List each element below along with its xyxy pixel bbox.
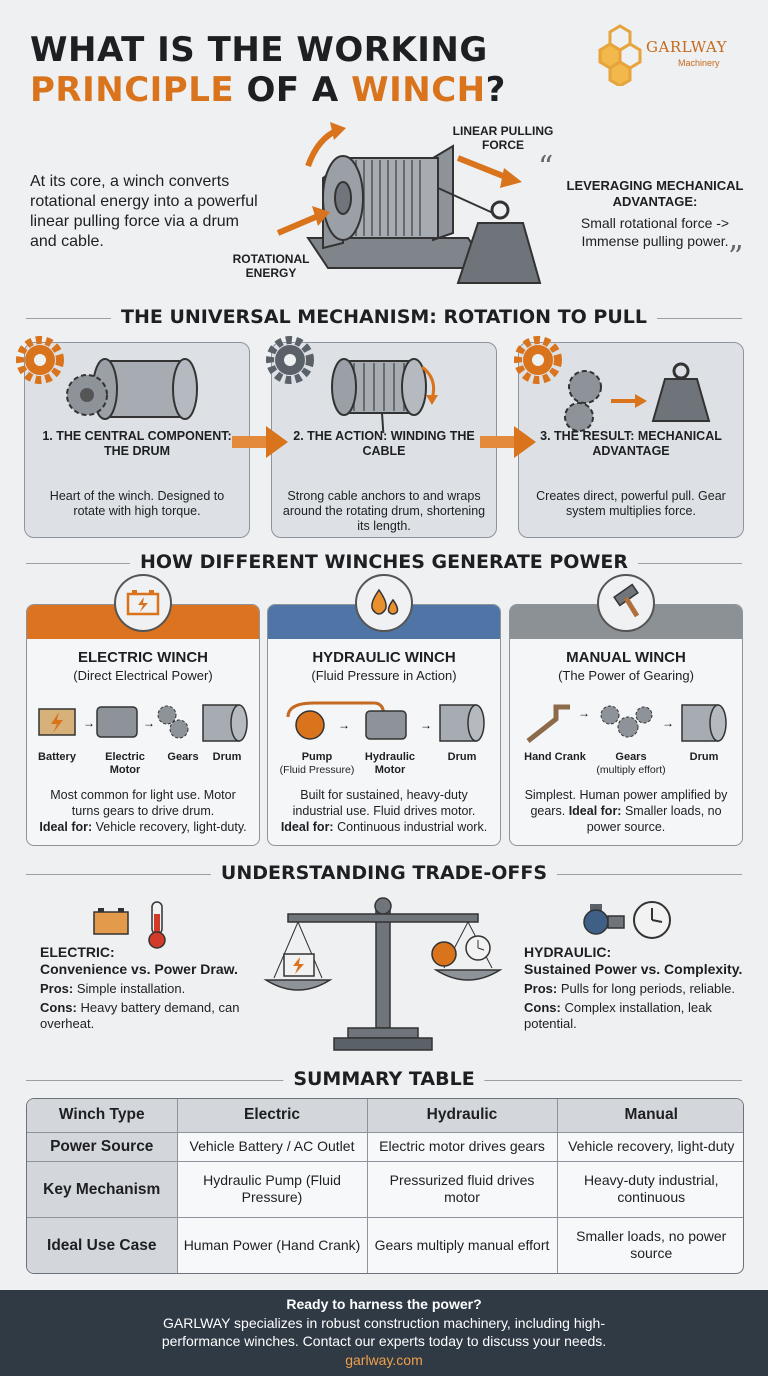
mechanism-heading: THE UNIVERSAL MECHANISM: ROTATION TO PUL… [111, 306, 657, 328]
mechanism-card-result: 3. THE RESULT: MECHANICAL ADVANTAGE Crea… [518, 342, 744, 538]
logo-name: GARLWAY [646, 38, 728, 56]
mechanism-card-drum: 1. THE CENTRAL COMPONENT: THE DRUM Heart… [24, 342, 250, 538]
battery-thermometer-icon [93, 901, 166, 949]
svg-text:→: → [83, 716, 95, 730]
tradeoffs-heading: UNDERSTANDING TRADE-OFFS [210, 862, 558, 884]
table-cell: Vehicle Battery / AC Outlet [176, 1131, 368, 1162]
power-card-desc: Simplest. Human power amplified by gears… [524, 788, 728, 834]
hammer-icon [613, 583, 640, 618]
gear-icon [514, 336, 562, 384]
hydraulic-chain-diagram: → → [286, 701, 485, 742]
linear-force-label: LINEAR PULLING FORCE [452, 124, 554, 152]
flow-arrow-icon [480, 426, 536, 458]
balance-scale-icon [263, 897, 503, 1051]
table-row: Ideal Use Case Human Power (Hand Crank) … [27, 1216, 743, 1273]
power-card-subtitle: (Direct Electrical Power) [73, 668, 213, 683]
fluid-drop-badge [355, 574, 413, 632]
mechanism-card-title: 2. THE ACTION: WINDING THE CABLE [293, 429, 475, 458]
table-cell: Hydraulic Pump (Fluid Pressure) [176, 1160, 368, 1218]
mechanism-card-title: 3. THE RESULT: MECHANICAL ADVANTAGE [540, 429, 722, 458]
table-cell: Smaller loads, no power source [556, 1216, 743, 1273]
power-heading: HOW DIFFERENT WINCHES GENERATE POWER [129, 551, 639, 573]
step-label: Electric Motor [105, 751, 145, 776]
footer: Ready to harness the power? GARLWAY spec… [0, 1290, 768, 1376]
step-label: Drum [212, 751, 242, 763]
step-label: Hand Crank [524, 751, 586, 763]
svg-text:→: → [420, 718, 432, 732]
intro-text: At its core, a winch converts rotational… [30, 173, 258, 250]
pump-clock-icon [583, 901, 671, 939]
row-header: Ideal Use Case [27, 1216, 178, 1273]
leverage-title: LEVERAGING MECHANICAL ADVANTAGE: [566, 178, 744, 209]
footer-link[interactable]: garlway.com [345, 1352, 423, 1368]
drum-icon [66, 358, 198, 420]
power-card-manual: MANUAL WINCH (The Power of Gearing) → → … [509, 604, 743, 846]
footer-cta: Ready to harness the power? [286, 1296, 482, 1312]
svg-text:→: → [662, 716, 674, 730]
power-card-title: MANUAL WINCH [566, 649, 686, 666]
battery-icon [126, 590, 160, 616]
step-label: Drum [689, 751, 719, 763]
logo-subtitle: Machinery [678, 58, 720, 68]
column-header: Manual [556, 1099, 743, 1133]
step-label: Drum [447, 751, 477, 763]
column-header: Winch Type [27, 1099, 178, 1133]
step-label: Battery [38, 751, 76, 763]
column-header: Hydraulic [366, 1099, 558, 1133]
power-card-title: HYDRAULIC WINCH [312, 649, 456, 666]
mechanism-card-title: 1. THE CENTRAL COMPONENT: THE DRUM [42, 429, 232, 458]
mechanism-card-desc: Strong cable anchors to and wraps around… [282, 489, 486, 533]
power-card-hydraulic: HYDRAULIC WINCH (Fluid Pressure in Actio… [267, 604, 501, 846]
step-label: Pump(Fluid Pressure) [279, 751, 355, 776]
step-label: Gears [167, 751, 199, 763]
cable-drum-icon [331, 358, 438, 433]
flow-arrow-icon [232, 426, 288, 458]
table-row: Power Source Vehicle Battery / AC Outlet… [27, 1131, 743, 1162]
rotational-energy-label: ROTATIONAL ENERGY [232, 252, 310, 280]
power-card-desc: Most common for light use. Motor turns g… [39, 788, 247, 834]
winch-illustration [276, 122, 542, 284]
power-card-subtitle: (The Power of Gearing) [558, 668, 694, 683]
table-cell: Human Power (Hand Crank) [176, 1216, 368, 1273]
electric-chain-diagram: → → [38, 704, 248, 742]
table-cell: Heavy-duty industrial, continuous [556, 1160, 743, 1218]
power-card-electric: ELECTRIC WINCH (Direct Electrical Power)… [26, 604, 260, 846]
step-label: Gears(multiply effort) [596, 751, 666, 776]
table-cell: Vehicle recovery, light-duty [556, 1131, 743, 1162]
leverage-text: Small rotational force -> Immense pullin… [580, 215, 730, 249]
column-header: Electric [176, 1099, 368, 1133]
table-cell: Gears multiply manual effort [366, 1216, 558, 1273]
power-card-title: ELECTRIC WINCH [78, 649, 208, 666]
footer-text: GARLWAY specializes in robust constructi… [161, 1315, 607, 1349]
hammer-badge [597, 574, 655, 632]
summary-table: Winch Type Electric Hydraulic Manual Pow… [26, 1098, 744, 1274]
gear-icon [16, 336, 64, 384]
manual-chain-diagram: → → [526, 704, 727, 743]
quote-close-icon: ” [728, 240, 744, 275]
garlway-logo [598, 24, 642, 86]
power-card-desc: Built for sustained, heavy-duty industri… [280, 788, 488, 834]
row-header: Power Source [27, 1131, 178, 1162]
svg-text:→: → [143, 716, 155, 730]
power-card-subtitle: (Fluid Pressure in Action) [311, 668, 457, 683]
gears-weight-icon [564, 362, 711, 432]
table-cell: Pressurized fluid drives motor [366, 1160, 558, 1218]
summary-heading: SUMMARY TABLE [283, 1068, 485, 1090]
table-row: Key Mechanism Hydraulic Pump (Fluid Pres… [27, 1160, 743, 1218]
mechanism-card-desc: Creates direct, powerful pull. Gear syst… [536, 489, 726, 518]
mechanism-card-desc: Heart of the winch. Designed to rotate w… [49, 489, 225, 518]
table-header-row: Winch Type Electric Hydraulic Manual [27, 1099, 743, 1133]
battery-badge [114, 574, 172, 632]
svg-text:→: → [578, 706, 590, 720]
row-header: Key Mechanism [27, 1160, 178, 1218]
table-cell: Electric motor drives gears [366, 1131, 558, 1162]
tradeoff-hydraulic: HYDRAULIC: Sustained Power vs. Complexit… [524, 944, 743, 1031]
page-title: WHAT IS THE WORKING PRINCIPLE OF A WINCH… [30, 30, 506, 110]
fluid-drop-icon [371, 588, 399, 615]
tradeoff-electric: ELECTRIC: Convenience vs. Power Draw. Pr… [40, 944, 240, 1031]
quote-open-icon: “ [538, 150, 554, 185]
gear-icon [266, 336, 314, 384]
step-label: Hydraulic Motor [364, 751, 416, 776]
svg-text:→: → [338, 718, 350, 732]
